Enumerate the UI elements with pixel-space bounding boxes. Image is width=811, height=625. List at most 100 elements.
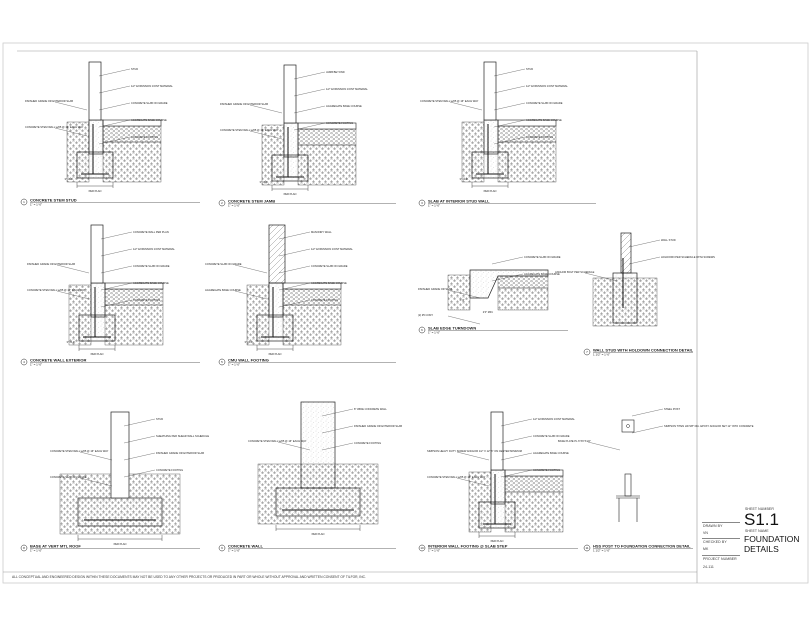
- soil-right: [497, 287, 549, 311]
- leader-line: [100, 265, 133, 274]
- detail-number-bubble: [418, 326, 426, 334]
- aggregate-base: [297, 128, 357, 146]
- leader-line: [587, 441, 621, 451]
- callout-label: CONCRETE FOOTING: [131, 135, 158, 139]
- copyright-notice: ALL CONCEPTUAL AND ENGINEERED DESIGN WIT…: [12, 575, 366, 579]
- dimension-label: PER PLAN: [269, 352, 282, 356]
- detail-number-bubble: [218, 544, 226, 552]
- leader-line: [100, 231, 133, 240]
- dimension-label: PER PLAN: [484, 189, 497, 193]
- sheet-name-line1: FOUNDATION: [744, 534, 800, 544]
- rule: [702, 555, 740, 556]
- drawn-by-label: DRAWN BY: [703, 524, 723, 528]
- wall-stud: [620, 232, 632, 274]
- leader-line: [54, 101, 88, 111]
- leader-line: [493, 68, 526, 77]
- leader-line: [278, 299, 311, 308]
- wall: [300, 401, 336, 489]
- callout-label: 1/2" EXPANSION JOINT MATERIAL: [133, 247, 175, 251]
- detail-title: CMU WALL FOOTING: [228, 358, 269, 363]
- dimension-line: [471, 182, 509, 188]
- detail-10: SIMPSON HEAVY DUTY SCREW ANCHOR 1/2" X 1…: [418, 411, 578, 553]
- callout-label: CONCRETE FOOTING: [526, 135, 553, 139]
- leader-line: [100, 282, 133, 291]
- footing: [612, 272, 638, 324]
- leader-line: [249, 130, 283, 140]
- leader-line: [491, 273, 524, 282]
- leader-line: [123, 418, 156, 427]
- project-number: 24-111: [703, 565, 714, 569]
- callout-label: FINISHED GRADE OR EXTERIOR SLAB: [220, 102, 268, 106]
- concrete-footing: [275, 487, 361, 517]
- stud-wall: [90, 224, 104, 284]
- callout-label: 1/2" EXPANSION JOINT MATERIAL: [526, 84, 568, 88]
- detail-scale: 1" = 1'-0": [428, 204, 440, 208]
- detail-scale: 1" = 1'-0": [30, 203, 42, 207]
- stem-wall: [490, 469, 506, 505]
- drawn-by: VN: [703, 531, 709, 535]
- callout-label: STEEL POST: [664, 407, 680, 411]
- callout-label: CONCRETE SLAB ON GRADE: [311, 264, 348, 268]
- callout-label: FINISHED GRADE OR SLAB: [418, 287, 452, 291]
- leader-line: [293, 122, 326, 131]
- aggregate-base: [282, 288, 342, 306]
- callout-label: AGGREGATE BASE COURSE: [311, 281, 347, 285]
- detail-title: CONCRETE STEM STUD: [30, 198, 77, 203]
- stud-wall: [283, 64, 297, 124]
- post-plan: [626, 424, 630, 428]
- leader-line: [56, 264, 90, 274]
- callout-label: CONCRETE FOOTING: [311, 298, 338, 302]
- detail-8: CONCRETE STEM WALL w/#5 @ 16" EACH WAYCO…: [20, 411, 209, 553]
- concrete-footing: [77, 497, 163, 527]
- detail-1: FINISHED GRADE OR EXTERIOR SLAB CONCRETE …: [20, 61, 200, 207]
- leader-line: [493, 119, 526, 128]
- detail-number: 9: [221, 546, 223, 550]
- detail-number-bubble: [20, 358, 28, 366]
- detail-title: SLAB AT INTERIOR STUD WALL: [428, 199, 490, 204]
- callout-label: CONCRETE SLAB ON GRADE: [526, 101, 563, 105]
- detail-scale: 1" = 1'-0": [30, 549, 42, 553]
- callout-label: CONCRETE SLAB ON GRADE: [205, 262, 242, 266]
- callout-label: CONCRETE SLAB ON GRADE: [524, 255, 561, 259]
- callout-label: JAMB BEYOND: [326, 70, 345, 74]
- callout-label: STUD: [131, 67, 138, 71]
- callout-label: SIMPSON TITEN HD 5/8" DIA. EPOXY ANCHOR …: [664, 424, 754, 428]
- rule: [702, 522, 740, 523]
- dimension-label: 1'-0": [459, 298, 464, 302]
- leader-line: [100, 248, 133, 257]
- callout-label: CONCRETE SLAB ON GRADE: [50, 475, 87, 479]
- dimension-label: 3" CLR.: [260, 180, 269, 184]
- callout-label: CONCRETE STEM WALL w/#5 @ 16" EACH WAY: [25, 125, 84, 129]
- stud-wall: [490, 411, 504, 471]
- leader-line: [500, 435, 533, 444]
- callout-label: 1/2" EXPANSION JOINT MATERIAL: [326, 87, 368, 91]
- leader-line: [456, 477, 490, 487]
- leader-line: [584, 272, 618, 282]
- detail-number: 4: [23, 360, 25, 364]
- leader-line: [278, 282, 311, 291]
- leader-line: [123, 435, 156, 444]
- leader-line: [293, 71, 326, 80]
- sheet-name-line2: DETAILS: [744, 544, 779, 554]
- dimension-label: 3" CLR.: [67, 340, 76, 344]
- rule: [702, 538, 740, 539]
- detail-11: BASE PLATE PL 6"X6"X1/2"STEEL POSTSIMPSO…: [558, 407, 754, 553]
- callout-label: FINISHED GRADE OR EXTERIOR SLAB: [25, 99, 73, 103]
- stem-wall: [268, 282, 284, 318]
- callout-label: 1/2" EXPANSION JOINT MATERIAL: [131, 84, 173, 88]
- soil-left: [447, 274, 471, 311]
- project-number-label: PROJECT NUMBER: [703, 557, 737, 561]
- detail-scale: 1" = 1'-0": [30, 363, 42, 367]
- leader-line: [98, 85, 131, 94]
- callout-label: CONCRETE FOOTING: [533, 468, 560, 472]
- stem-wall: [483, 119, 499, 155]
- callout-label: HOLDOWN PER SCHEDULE WITH SCREWS: [661, 255, 715, 259]
- detail-title: HSS POST TO FOUNDATION CONNECTION DETAIL: [593, 544, 691, 549]
- callout-label: FINISHED GRADE OR EXTERIOR SLAB: [27, 262, 75, 266]
- callout-label: AGGREGATE BASE COURSE: [533, 451, 569, 455]
- detail-number: 6: [421, 328, 423, 332]
- dimension-label: 3" CLR.: [65, 177, 74, 181]
- detail-title: INTERIOR WALL FOOTING @ SLAB STEP: [428, 544, 508, 549]
- detail-scale: 1" = 1'-0": [228, 204, 240, 208]
- leader-line: [491, 256, 524, 265]
